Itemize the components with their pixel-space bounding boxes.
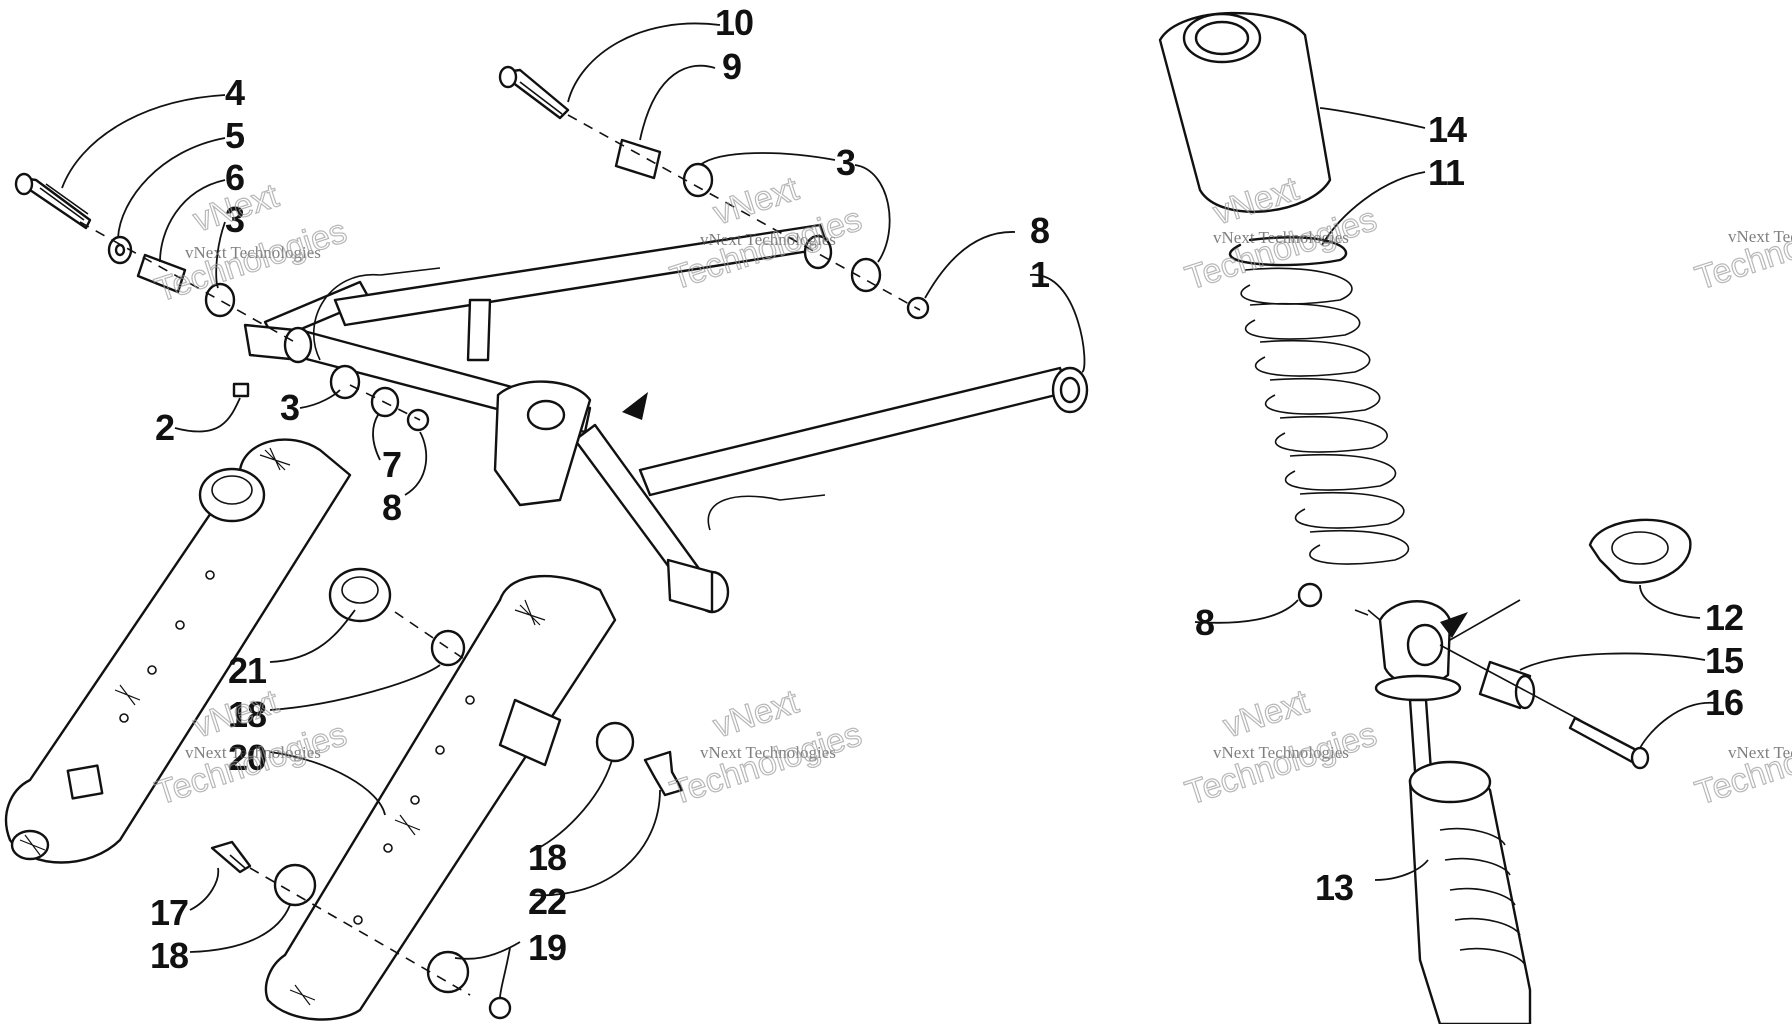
- callout-19: 19: [528, 927, 566, 968]
- bushing-3-lower: [329, 364, 361, 400]
- limiter-strap-left: [4, 438, 352, 864]
- callout-8-c: 8: [1195, 602, 1214, 643]
- washer-18-d: [426, 950, 470, 994]
- callout-17: 17: [150, 892, 188, 933]
- callout-4: 4: [225, 72, 245, 113]
- watermark-long-4: Technologies: [1691, 200, 1792, 297]
- callout-20: 20: [228, 737, 266, 778]
- bolt-10: [498, 65, 570, 120]
- spacer-15: [1478, 660, 1536, 710]
- watermark-long-8: Technologies: [1691, 715, 1792, 812]
- callout-13: 13: [1315, 867, 1353, 908]
- callout-8-b: 8: [382, 487, 401, 528]
- callout-9: 9: [722, 46, 741, 87]
- callout-5: 5: [225, 115, 245, 156]
- spring-11: [1229, 236, 1410, 565]
- callout-16: 16: [1705, 682, 1743, 723]
- callout-3-c: 3: [280, 387, 299, 428]
- watermark-1: vNext Technologies: [185, 243, 321, 262]
- watermark-2: vNext Technologies: [700, 230, 836, 249]
- callout-21: 21: [228, 650, 267, 691]
- watermark-6: vNext Technologies: [700, 743, 836, 762]
- callout-1: 1: [1030, 254, 1050, 295]
- nut-8-left: [406, 408, 430, 432]
- knob-21-upper: [198, 467, 266, 523]
- nut-8-shock: [1297, 582, 1323, 608]
- callout-10: 10: [715, 2, 753, 43]
- watermark-4: vNext Technologies: [1728, 227, 1792, 246]
- washer-18-a: [430, 629, 466, 667]
- bump-stop-14: [1158, 11, 1332, 213]
- bolt-4: [14, 172, 92, 230]
- limiter-strap-right: [264, 574, 617, 1021]
- callout-14: 14: [1428, 109, 1467, 150]
- washer-18-c: [273, 863, 317, 907]
- watermark-long-1: Technologies: [151, 212, 352, 309]
- wing-nut-22: [643, 750, 684, 797]
- bushing-3-top: [682, 162, 714, 198]
- watermark-top-7: vNext: [1219, 682, 1314, 745]
- callout-15: 15: [1705, 640, 1744, 681]
- callout-3-a: 3: [225, 199, 244, 240]
- a-arm-assembly: [243, 223, 1089, 614]
- callout-3-b: 3: [836, 142, 855, 183]
- callout-labels: 10 9 4 5 6 3 3 8 1 2 3 7 8 21 18 20 18 2…: [150, 2, 1745, 976]
- callout-18-c: 18: [150, 935, 188, 976]
- watermark-7: vNext Technologies: [1213, 743, 1349, 762]
- callout-18-b: 18: [528, 837, 566, 878]
- bolt-17: [210, 840, 252, 874]
- callout-22: 22: [528, 881, 566, 922]
- bushing-3-left: [204, 282, 236, 318]
- callout-6: 6: [225, 157, 244, 198]
- watermark-8: vNext Technologies: [1728, 743, 1792, 762]
- washer-18-b: [595, 721, 635, 763]
- grease-fitting-2: [232, 382, 250, 398]
- callout-7: 7: [382, 444, 401, 485]
- shock-body-13: [1408, 698, 1532, 1024]
- nut-19: [488, 996, 512, 1020]
- watermark-long-3: Technologies: [1181, 200, 1382, 297]
- spacer-9: [614, 138, 662, 180]
- callout-12: 12: [1705, 597, 1743, 638]
- watermark-3: vNext Technologies: [1213, 228, 1349, 247]
- bolt-16: [1568, 716, 1650, 770]
- retainer-12: [1588, 518, 1692, 584]
- callout-18-a: 18: [228, 694, 266, 735]
- bushing-3-right: [850, 257, 882, 293]
- callout-2: 2: [155, 407, 174, 448]
- eyelet: [1374, 600, 1468, 702]
- callout-11: 11: [1428, 152, 1465, 193]
- callout-8-a: 8: [1030, 210, 1049, 251]
- leader-lines: [61, 22, 1716, 999]
- watermark-long-7: Technologies: [1181, 715, 1382, 812]
- knob-21: [328, 567, 392, 623]
- watermark-5: vNext Technologies: [185, 743, 321, 762]
- spacer-6: [136, 253, 187, 294]
